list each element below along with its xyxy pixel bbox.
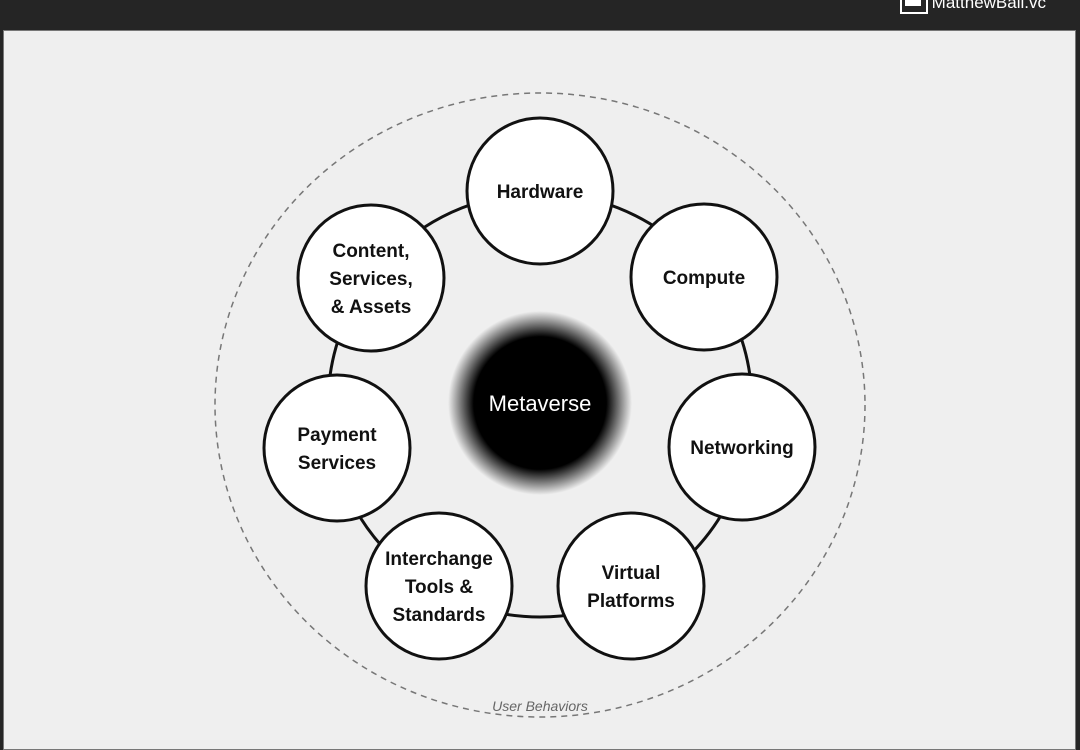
user-behaviors-boundary — [214, 92, 866, 718]
logo-text: MatthewBall.vc — [931, 0, 1046, 12]
logo: MatthewBall.vc — [899, 0, 1046, 14]
node-circle — [667, 372, 817, 522]
node-label: Standards — [393, 605, 486, 626]
node-label: Tools & — [405, 577, 474, 598]
metaverse-core — [448, 311, 632, 495]
node-label: Compute — [663, 268, 745, 289]
top-bar: MatthewBall.vc — [0, 0, 1080, 29]
node-circle — [629, 202, 779, 352]
logo-icon — [899, 0, 928, 14]
metaverse-label: Metaverse — [489, 391, 592, 416]
node-circle — [296, 203, 446, 353]
node-circle — [465, 116, 615, 266]
node-label: Content, — [332, 241, 409, 262]
node-label: Interchange — [385, 549, 493, 570]
node-label: & Assets — [331, 297, 412, 318]
node-compute: Compute — [629, 202, 779, 352]
node-circle — [556, 511, 706, 661]
node-networking: Networking — [667, 372, 817, 522]
node-label: Platforms — [587, 591, 675, 612]
node-circle — [364, 511, 514, 661]
node-hardware: Hardware — [465, 116, 615, 266]
user-behaviors-label: User Behaviors — [492, 698, 588, 714]
node-label: Networking — [690, 438, 793, 459]
node-circle — [262, 373, 412, 523]
node-label: Virtual — [602, 563, 661, 584]
node-content-services-assets: Content, Services, & Assets — [296, 203, 446, 353]
node-label: Payment — [297, 425, 377, 446]
node-label: Services — [298, 453, 376, 474]
node-label: Services, — [329, 269, 412, 290]
node-label: Hardware — [497, 182, 584, 203]
